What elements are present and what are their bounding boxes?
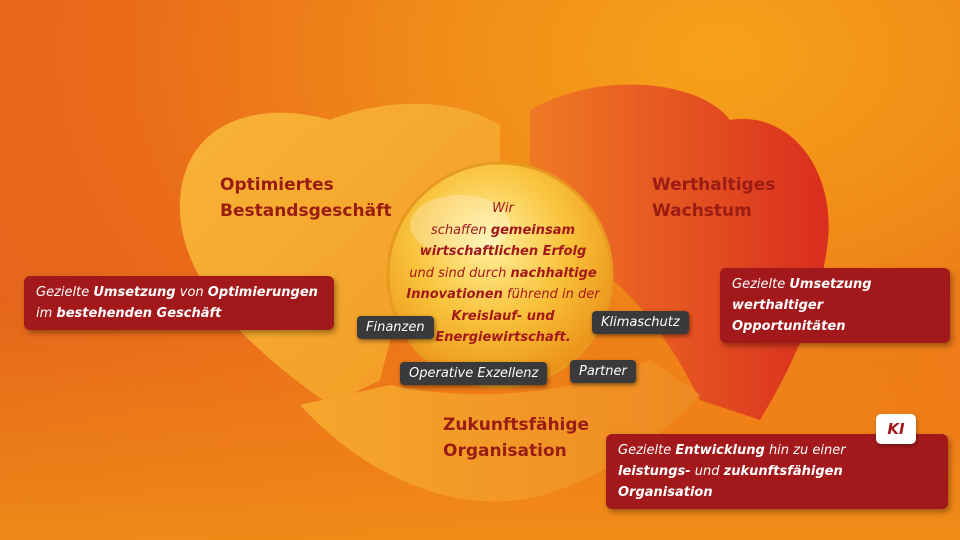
text: leistungs-: [618, 464, 691, 479]
text: hin zu einer: [764, 443, 846, 458]
title-future-organisation: Zukunftsfähige Organisation: [443, 412, 589, 464]
text: Optimierungen: [207, 285, 318, 300]
title-line: Bestandsgeschäft: [220, 201, 392, 221]
text: nachhaltige: [510, 265, 597, 281]
title-line: Organisation: [443, 441, 567, 461]
text: werthaltiger Opportunitäten: [732, 298, 846, 334]
box-optimization: Gezielte Umsetzung von Optimierungen im …: [24, 276, 334, 330]
box-growth: Gezielte Umsetzung werthaltiger Opportun…: [720, 268, 950, 343]
title-line: Wachstum: [652, 201, 752, 221]
title-line: Zukunftsfähige: [443, 415, 590, 435]
title-optimized-business: Optimiertes Bestandsgeschäft: [220, 172, 392, 224]
text: Energiewirtschaft.: [435, 330, 571, 345]
text: gemeinsam: [490, 222, 576, 238]
text: und: [690, 464, 724, 479]
text: im: [36, 306, 57, 321]
text: führend in der: [502, 287, 600, 302]
tag-partner: Partner: [570, 360, 636, 383]
mission-statement: Wir schaffen gemeinsam wirtschaftlichen …: [398, 198, 608, 349]
text: Gezielte: [732, 277, 790, 292]
text: und sind durch: [409, 265, 511, 281]
ki-badge: KI: [876, 414, 916, 444]
text: Umsetzung: [93, 285, 176, 300]
text: Kreislauf- und: [451, 308, 555, 324]
title-line: Optimiertes: [220, 175, 334, 195]
text: zukunftsfähigen Organisation: [618, 464, 843, 500]
text: von: [175, 285, 208, 300]
text: bestehenden Geschäft: [56, 306, 222, 321]
sphere-highlight: [410, 195, 510, 255]
tag-finanzen: Finanzen: [357, 316, 434, 339]
segment-bottom-lobe: [300, 360, 700, 502]
text: Innovationen: [406, 287, 503, 302]
text: Gezielte: [618, 443, 676, 458]
tag-operative-exzellenz: Operative Exzellenz: [400, 362, 548, 385]
text: Entwicklung: [675, 443, 765, 458]
text: schaffen: [430, 222, 491, 238]
text: Wir: [492, 201, 514, 216]
text: Umsetzung: [789, 277, 872, 292]
text: wirtschaftlichen Erfolg: [419, 244, 587, 259]
tag-klimaschutz: Klimaschutz: [592, 311, 689, 334]
box-organisation: Gezielte Entwicklung hin zu einer leistu…: [606, 434, 948, 509]
center-sphere: [386, 161, 614, 389]
title-line: Werthaltiges: [652, 175, 776, 195]
text: Gezielte: [36, 285, 94, 300]
title-value-growth: Werthaltiges Wachstum: [652, 172, 775, 224]
